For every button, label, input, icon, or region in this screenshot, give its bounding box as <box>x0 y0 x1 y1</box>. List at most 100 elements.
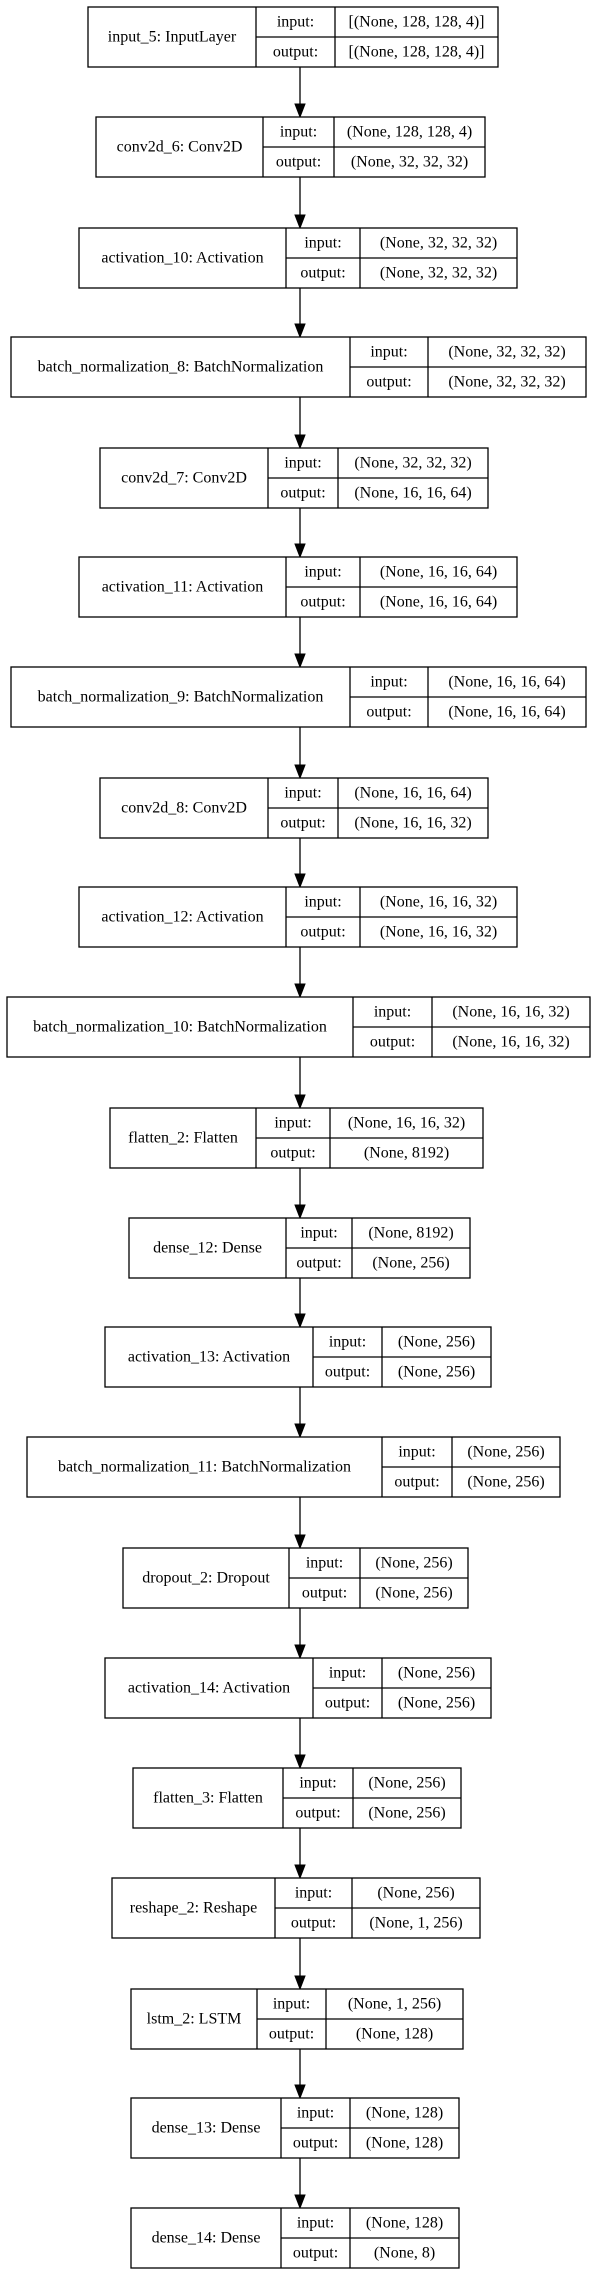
input-label: input: <box>299 1775 336 1792</box>
input-shape: (None, 32, 32, 32) <box>354 455 471 472</box>
layer-name: activation_12: Activation <box>101 909 263 926</box>
input-shape: (None, 8192) <box>368 1225 453 1242</box>
input-shape: (None, 128) <box>366 2215 443 2232</box>
layer-name: conv2d_8: Conv2D <box>121 800 247 817</box>
edge-arrow <box>294 1828 306 1880</box>
output-label: output: <box>325 1364 370 1381</box>
edge-arrow <box>294 67 306 119</box>
output-shape: (None, 16, 16, 32) <box>452 1034 569 1051</box>
input-label: input: <box>304 564 341 581</box>
input-label: input: <box>329 1665 366 1682</box>
input-shape: (None, 32, 32, 32) <box>448 344 565 361</box>
layer-name: activation_10: Activation <box>101 250 263 267</box>
output-shape: (None, 32, 32, 32) <box>351 154 468 171</box>
input-shape: (None, 16, 16, 32) <box>452 1004 569 1021</box>
arrow-head-icon <box>294 1204 306 1220</box>
output-label: output: <box>295 1805 340 1822</box>
edge-arrow <box>294 617 306 669</box>
input-label: input: <box>304 235 341 252</box>
layer-name: batch_normalization_8: BatchNormalizatio… <box>38 359 324 376</box>
output-label: output: <box>280 815 325 832</box>
edge-arrow <box>294 397 306 450</box>
input-shape: (None, 128) <box>366 2105 443 2122</box>
output-label: output: <box>366 374 411 391</box>
layer-node-box <box>26 1436 561 1498</box>
input-label: input: <box>300 1225 337 1242</box>
arrow-head-icon <box>294 2084 306 2100</box>
output-label: output: <box>270 1145 315 1162</box>
layer-name: input_5: InputLayer <box>108 29 237 46</box>
output-label: output: <box>291 1915 336 1932</box>
layer-node: activation_14: Activationinput:output:(N… <box>104 1657 492 1719</box>
edge-arrow <box>294 508 306 559</box>
layer-node: activation_13: Activationinput:output:(N… <box>104 1326 492 1388</box>
layer-name: batch_normalization_11: BatchNormalizati… <box>58 1459 351 1476</box>
input-shape: (None, 1, 256) <box>348 1996 441 2013</box>
arrow-head-icon <box>294 323 306 339</box>
arrow-head-icon <box>294 1644 306 1660</box>
arrow-head-icon <box>294 543 306 559</box>
layer-name: batch_normalization_10: BatchNormalizati… <box>33 1019 327 1036</box>
output-shape: (None, 8) <box>374 2245 435 2262</box>
edge-arrow <box>294 1278 306 1329</box>
output-label: output: <box>370 1034 415 1051</box>
output-shape: (None, 256) <box>368 1805 445 1822</box>
arrow-head-icon <box>294 1313 306 1329</box>
edge-arrow <box>294 1168 306 1220</box>
layer-node: activation_10: Activation input: output: (N… <box>78 227 518 289</box>
output-label: output: <box>293 2135 338 2152</box>
output-label: output: <box>394 1474 439 1491</box>
output-label: output: <box>293 2245 338 2262</box>
layer-node: batch_normalization_11: BatchNormalizati… <box>26 1436 561 1498</box>
output-shape: (None, 256) <box>467 1474 544 1491</box>
layer-node: activation_11: Activationinput:output:(N… <box>78 556 518 618</box>
output-shape: (None, 256) <box>398 1364 475 1381</box>
output-shape: (None, 32, 32, 32) <box>448 374 565 391</box>
input-shape: (None, 256) <box>398 1334 475 1351</box>
output-label: output: <box>300 265 345 282</box>
layer-name: reshape_2: Reshape <box>130 1900 258 1917</box>
output-label: output: <box>296 1255 341 1272</box>
layer-name: flatten_2: Flatten <box>128 1130 238 1147</box>
input-label: input: <box>295 1885 332 1902</box>
arrow-head-icon <box>294 1754 306 1770</box>
layer-node: batch_normalization_10: BatchNormalizati… <box>6 996 591 1058</box>
output-label: output: <box>276 154 321 171</box>
layer-node: dropout_2: Dropout input: output: (None, 25… <box>122 1547 469 1609</box>
output-shape: (None, 256) <box>375 1585 452 1602</box>
layer-name: conv2d_7: Conv2D <box>121 470 247 487</box>
edge-arrow <box>294 2158 306 2210</box>
input-shape: (None, 16, 16, 64) <box>448 674 565 691</box>
arrow-head-icon <box>294 764 306 780</box>
arrow-head-icon <box>294 873 306 889</box>
output-shape: (None, 16, 16, 32) <box>380 924 497 941</box>
edge-arrow <box>294 727 306 780</box>
output-shape: (None, 32, 32, 32) <box>380 265 497 282</box>
layer-node: dense_12: Dense input: output: (None, 8192)… <box>128 1217 471 1279</box>
layer-node: input_5: InputLayerinput:output:[(None, … <box>87 6 499 68</box>
output-label: output: <box>302 1585 347 1602</box>
input-label: input: <box>306 1555 343 1572</box>
layer-name: dropout_2: Dropout <box>142 1570 270 1587</box>
arrow-head-icon <box>294 214 306 230</box>
layer-name: lstm_2: LSTM <box>147 2011 242 2028</box>
edge-arrow <box>294 2049 306 2100</box>
output-shape: (None, 16, 16, 64) <box>448 704 565 721</box>
input-label: input: <box>398 1444 435 1461</box>
output-label: output: <box>366 704 411 721</box>
arrow-head-icon <box>294 983 306 999</box>
layer-node: batch_normalization_9: BatchNormalizatio… <box>10 666 587 728</box>
arrow-head-icon <box>294 1094 306 1110</box>
output-shape: (None, 8192) <box>364 1145 449 1162</box>
layer-name: conv2d_6: Conv2D <box>117 139 243 156</box>
arrow-head-icon <box>294 1423 306 1439</box>
layer-name: dense_12: Dense <box>153 1240 262 1257</box>
arrow-head-icon <box>294 2194 306 2210</box>
edge-arrow <box>294 1938 306 1991</box>
layer-node: activation_12: Activationinput:output:(N… <box>78 886 518 948</box>
arrow-head-icon <box>294 653 306 669</box>
